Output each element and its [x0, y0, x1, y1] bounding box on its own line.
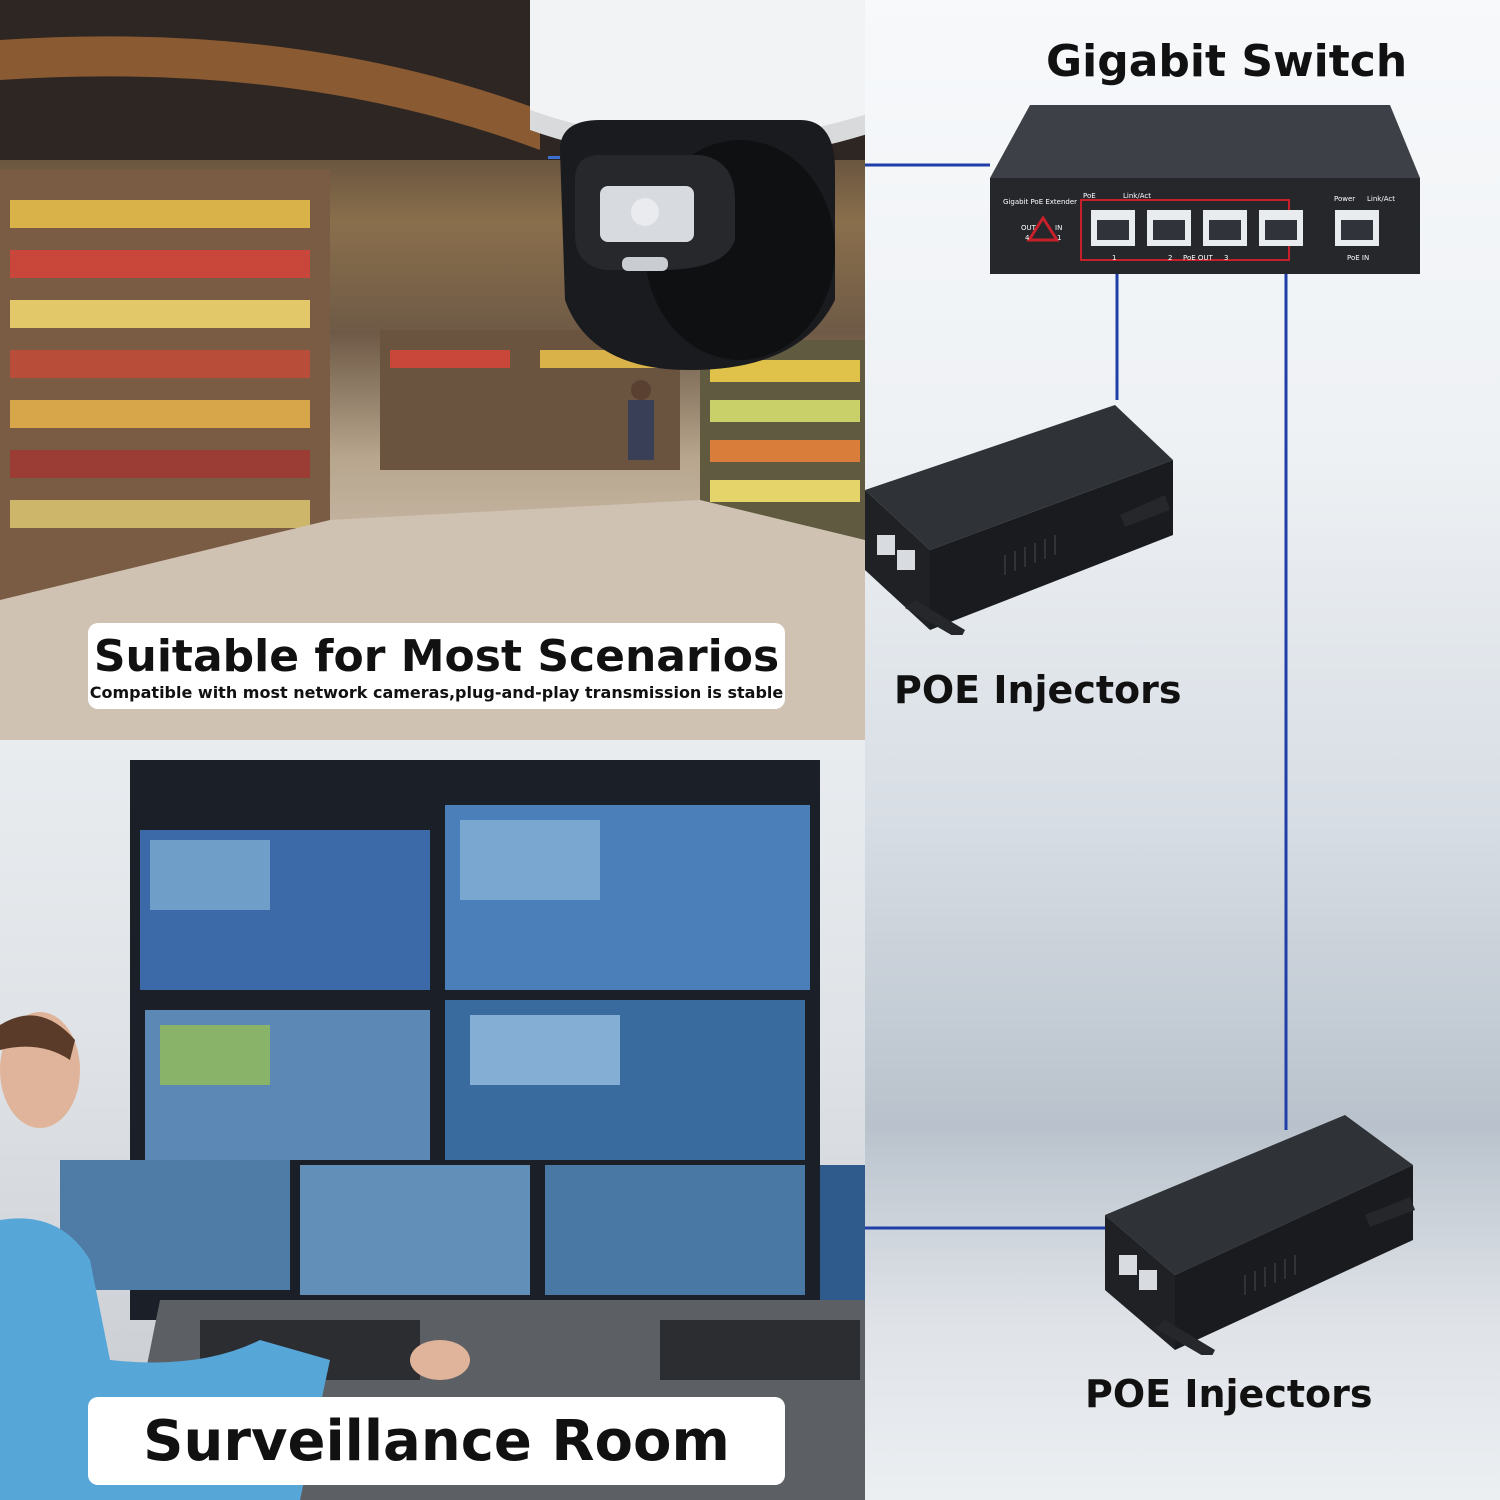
room-caption: Surveillance Room [88, 1397, 785, 1485]
injector-label-top: POE Injectors [894, 668, 1182, 712]
room-title: Surveillance Room [143, 1409, 730, 1474]
poe-injector-bottom [1105, 1115, 1415, 1355]
switch-in-num-text: 1 [1057, 234, 1061, 242]
surveillance-room-photo: Surveillance Room [0, 740, 865, 1500]
switch-label: Gigabit Switch [1046, 36, 1408, 87]
switch-port-3-text: 3 [1224, 254, 1228, 262]
switch-power-text: Power [1334, 195, 1355, 203]
switch-link-act-text: Link/Act [1123, 192, 1151, 200]
switch-port-1-text: 1 [1112, 254, 1116, 262]
switch-poe-text: PoE [1083, 192, 1096, 200]
switch-poe-in-text: PoE IN [1347, 254, 1369, 262]
switch-out-text: OUT [1021, 224, 1037, 232]
scenario-title: Suitable for Most Scenarios [93, 631, 780, 682]
switch-port-2-text: 2 [1168, 254, 1172, 262]
switch-poe-out-text: PoE OUT [1183, 254, 1214, 262]
gigabit-switch: Gigabit PoE Extender PoE Link/Act Power … [990, 105, 1420, 274]
supermarket-photo: Suitable for Most Scenarios Compatible w… [0, 0, 865, 740]
switch-brand-text: Gigabit PoE Extender [1003, 198, 1077, 206]
switch-in-text: IN [1055, 224, 1062, 232]
switch-out-num-text: 4 [1025, 234, 1030, 242]
scenario-subtitle: Compatible with most network cameras,plu… [89, 683, 784, 702]
scenario-caption: Suitable for Most Scenarios Compatible w… [88, 623, 785, 709]
switch-link-act-2-text: Link/Act [1367, 195, 1395, 203]
injector-label-bottom: POE Injectors [1085, 1372, 1373, 1416]
poe-injector-top [865, 405, 1173, 635]
